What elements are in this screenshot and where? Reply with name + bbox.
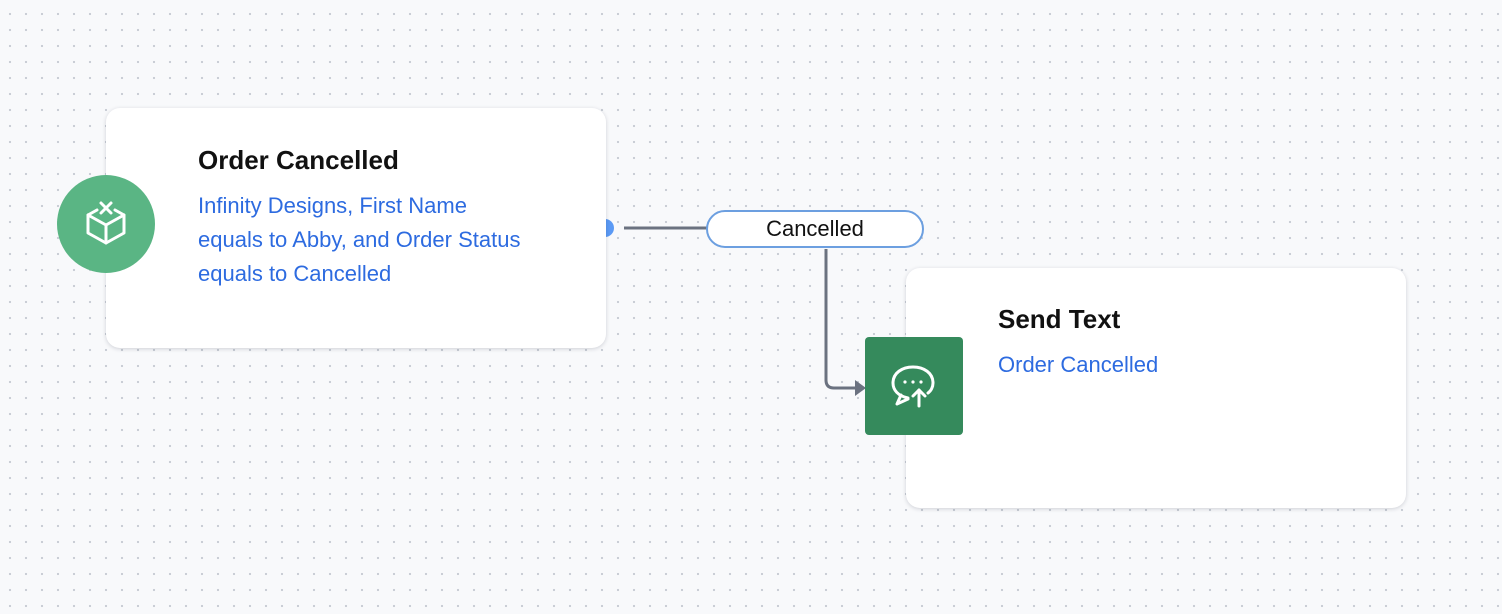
trigger-node-icon-badge [57, 175, 155, 273]
branch-condition-label[interactable]: Cancelled [706, 210, 924, 248]
connector-arrowhead [855, 380, 866, 396]
trigger-node-description: Infinity Designs, First Name equals to A… [198, 193, 521, 286]
connector-line-branch-to-action [824, 249, 856, 390]
action-node-title: Send Text [998, 304, 1121, 334]
package-cancel-icon [86, 201, 126, 245]
chat-send-icon [891, 365, 935, 408]
trigger-node-card[interactable]: Order Cancelled Infinity Designs, First … [106, 108, 606, 348]
action-node-icon-badge [865, 337, 963, 435]
action-node-description: Order Cancelled [998, 352, 1159, 377]
trigger-node-title: Order Cancelled [198, 145, 399, 175]
action-node-card[interactable]: Send Text Order Cancelled [906, 268, 1406, 508]
